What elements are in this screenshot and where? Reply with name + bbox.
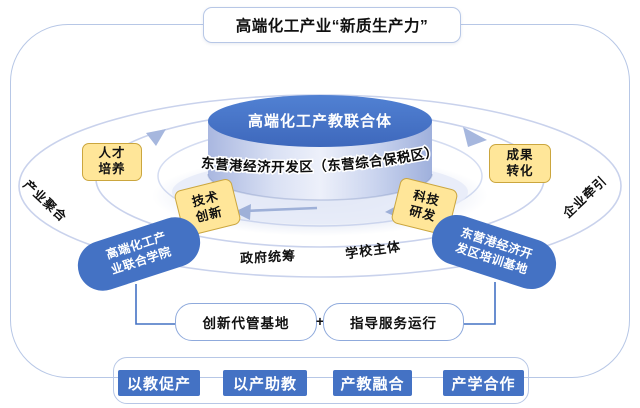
base-box-guidance-service: 指导服务运行 (323, 303, 464, 341)
connector-left (135, 284, 175, 325)
bottom-button-industry-education-integration: 产教融合 (333, 370, 412, 396)
base-box-innovation-management: 创新代管基地 (175, 303, 317, 341)
bottom-banner-border (113, 357, 529, 404)
bottom-button-industry-aids-education: 以产助教 (223, 370, 307, 396)
factor-achievement-box: 成果 转化 (489, 144, 551, 183)
ring-arrow-mid-left-line (243, 206, 318, 213)
bottom-button-education-promotes-industry: 以教促产 (118, 370, 200, 396)
hub-cylinder-label: 高端化工产教联合体 (247, 112, 392, 130)
ring-arrow-mid-left-icon (234, 204, 251, 220)
page-title: 高端化工产业“新质生产力” (203, 7, 461, 43)
orbit-label-government: 政府统筹 (239, 248, 297, 266)
factor-talent-box: 人才 培养 (82, 143, 142, 181)
plus-sign: + (315, 313, 325, 329)
connector-right (462, 282, 496, 325)
bottom-button-industry-academy-cooperation: 产学合作 (443, 370, 524, 396)
cylinder-top-face (208, 95, 432, 147)
ring-arrow-top-left-icon (146, 129, 166, 146)
ring-arrow-top-right-icon (463, 127, 487, 147)
